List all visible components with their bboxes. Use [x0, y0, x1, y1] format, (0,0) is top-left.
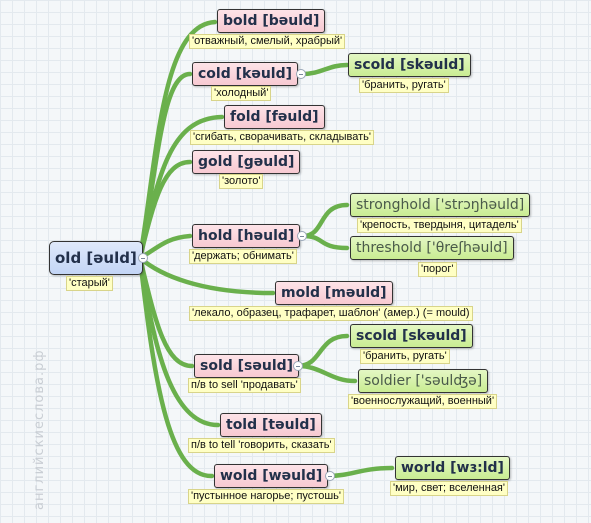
translation-scold-2: 'бранить, ругать' [360, 349, 450, 364]
connector-old-wold [137, 255, 215, 479]
connector-sold-soldier [295, 363, 358, 384]
connector-sold-scold [295, 333, 350, 369]
collapse-toggle-hold[interactable] [297, 231, 307, 241]
collapse-toggle-wold[interactable] [325, 471, 335, 481]
translation-wold: 'пустынное нагорье; пустошь' [188, 489, 344, 504]
connector-old-gold [137, 159, 193, 261]
connector-old-mold [137, 255, 276, 296]
translation-gold: 'золото' [219, 174, 264, 189]
site-watermark: английскиеслова.рф [32, 349, 47, 511]
connector-hold-stronghold [300, 202, 350, 239]
translation-told: п/в to tell 'говорить, сказать' [188, 438, 335, 453]
connector-hold-threshold [300, 233, 350, 251]
translation-world: 'мир, свет; вселенная' [390, 481, 508, 496]
translation-cold: 'холодный' [211, 86, 272, 101]
word-node-scold-2[interactable]: scold [skəuld] [350, 324, 473, 348]
word-node-cold[interactable]: cold [kəuld] [192, 62, 299, 86]
translation-bold: 'отважный, смелый, храбрый' [189, 34, 346, 49]
translation-scold-1: 'бранить, ругать' [359, 78, 449, 93]
word-node-fold[interactable]: fold [fəuld] [224, 105, 325, 129]
translation-threshold: 'порог' [418, 262, 457, 277]
connector-cold-scold [299, 62, 350, 77]
word-node-soldier[interactable]: soldier ['səulʤə] [358, 369, 489, 393]
word-node-old[interactable]: old [əuld] [49, 241, 143, 275]
word-node-sold[interactable]: sold [səuld] [194, 354, 300, 378]
connector-old-hold [137, 233, 193, 261]
word-node-stronghold[interactable]: stronghold ['strɔŋhəuld] [350, 193, 531, 217]
word-node-hold[interactable]: hold [həuld] [192, 224, 301, 248]
translation-stronghold: 'крепость, твердыня, цитадель' [357, 218, 522, 233]
word-node-world[interactable]: world [wɜ:ld] [395, 456, 510, 480]
word-node-threshold[interactable]: threshold ['θreʃhəuld] [350, 236, 514, 260]
word-node-mold[interactable]: mold [məuld] [275, 281, 393, 305]
word-node-told[interactable]: told [təuld] [220, 413, 322, 437]
word-node-scold-1[interactable]: scold [skəuld] [348, 53, 471, 77]
word-node-wold[interactable]: wold [wəuld] [214, 464, 329, 488]
translation-old: 'старый' [66, 276, 113, 291]
translation-soldier: 'военнослужащий, военный' [348, 394, 498, 409]
word-node-gold[interactable]: gold [gəuld] [192, 150, 301, 174]
connector-wold-world [325, 465, 395, 479]
translation-fold: 'сгибать, сворачивать, складывать' [190, 130, 375, 145]
collapse-toggle-cold[interactable] [296, 69, 306, 79]
word-node-bold[interactable]: bold [bəuld] [217, 9, 326, 33]
translation-hold: 'держать; обнимать' [189, 249, 297, 264]
translation-mold: 'лекало, образец, трафарет, шаблон' (аме… [189, 306, 473, 321]
translation-sold: п/в to sell 'продавать' [188, 378, 301, 393]
collapse-toggle-sold[interactable] [293, 361, 303, 371]
collapse-toggle-old[interactable] [138, 253, 148, 263]
